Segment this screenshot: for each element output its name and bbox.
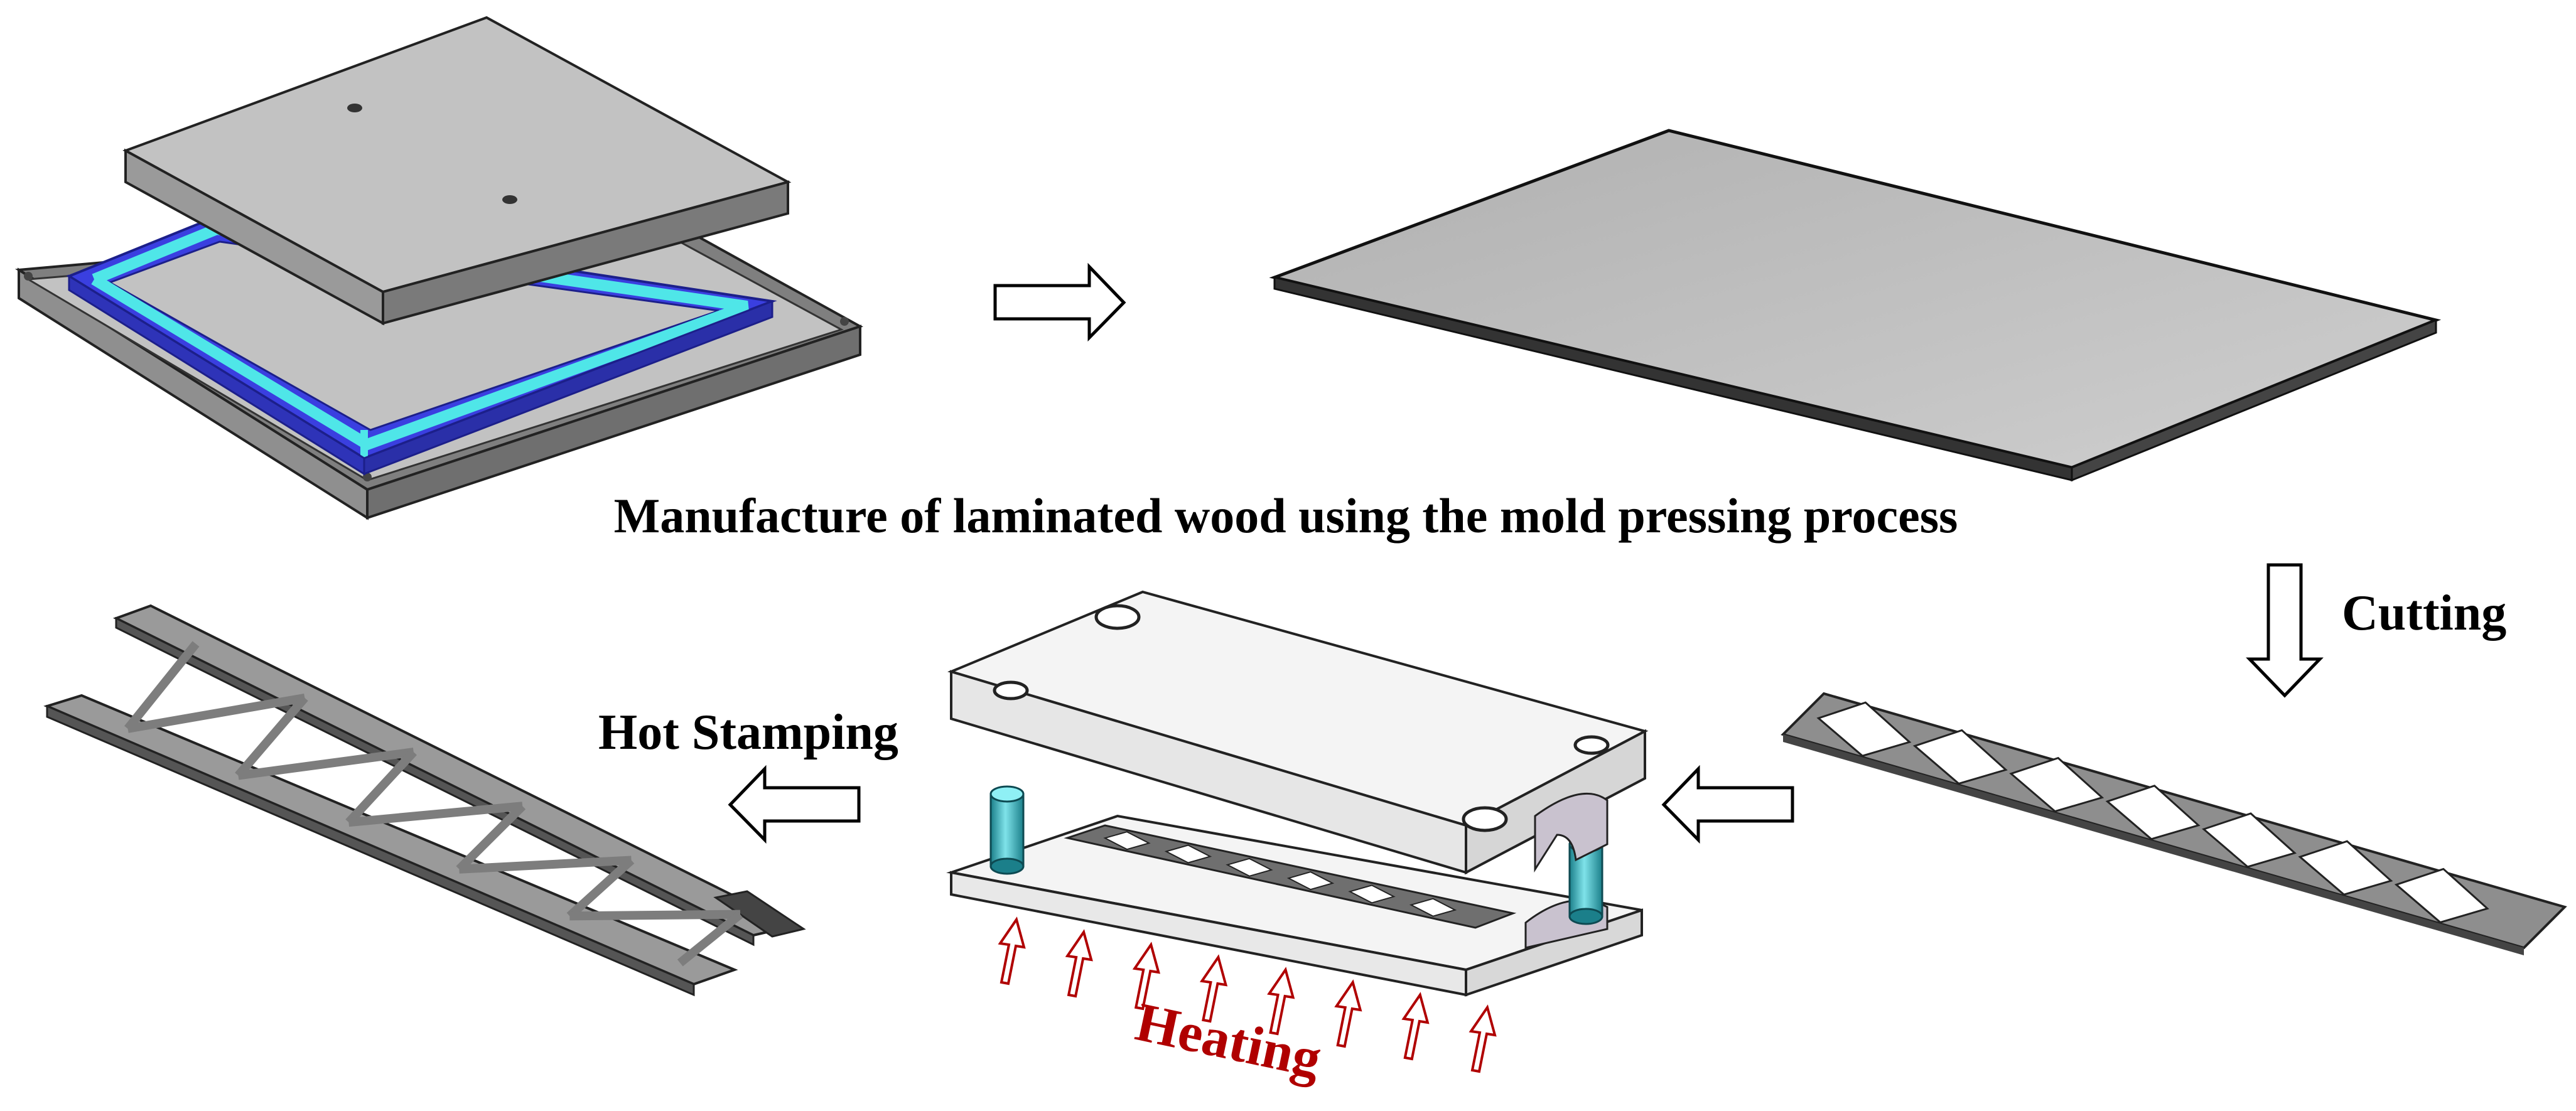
cut-lattice-strip — [1781, 692, 2567, 955]
heating-arrow-icon — [998, 916, 1026, 985]
heating-arrow-icon — [1334, 979, 1362, 1048]
arrow-left-icon — [1661, 765, 1794, 844]
heating-arrow-icon — [1199, 954, 1228, 1023]
truss-vertical — [566, 857, 635, 920]
heating-arrow-icon — [1132, 942, 1161, 1011]
hot-stamping-label: Hot Stamping — [598, 705, 898, 760]
lattice-hole — [1912, 729, 2008, 785]
mold-workpiece — [1064, 824, 1517, 929]
truss-diagonal — [569, 910, 741, 921]
truss-diagonal — [127, 693, 306, 733]
hot-stamping-mold — [946, 590, 1649, 1073]
truss-vertical — [456, 803, 526, 872]
lattice-hole — [1286, 871, 1335, 891]
heating-arrow-icon — [1401, 992, 1430, 1061]
guide-pin-left — [989, 785, 1025, 875]
formed-truss-beam — [43, 604, 806, 997]
lattice-hole — [1409, 898, 1457, 917]
truss-vertical — [345, 749, 417, 825]
heating-arrow-icon — [1267, 967, 1295, 1036]
truss-vertical — [235, 695, 308, 779]
truss-vertical — [124, 641, 200, 732]
process-caption: Manufacture of laminated wood using the … — [614, 488, 1958, 543]
upper-die — [947, 590, 1649, 875]
lattice-hole — [1348, 884, 1396, 904]
truss-vertical — [677, 911, 743, 967]
lattice-hole — [2202, 812, 2297, 868]
arrow-down-icon — [2246, 563, 2324, 698]
mold-hole — [1462, 806, 1508, 832]
arrow-right-icon — [993, 262, 1126, 342]
mold-hole — [1094, 604, 1141, 630]
truss-diagonal — [237, 748, 414, 780]
arrow-left-icon — [728, 765, 861, 844]
lattice-hole — [2298, 840, 2393, 896]
heating-arrows — [998, 916, 1497, 1073]
lattice-hole — [2394, 867, 2489, 924]
upper-plate — [122, 16, 792, 326]
lattice-hole — [1816, 701, 1912, 757]
laminated-sheet — [1269, 129, 2442, 482]
cutting-label: Cutting — [2342, 586, 2506, 641]
lattice-hole — [1103, 831, 1151, 851]
truss-diagonal — [458, 856, 632, 874]
truss-diagonal — [348, 802, 523, 827]
lattice-hole — [2009, 756, 2104, 813]
mold-hole — [993, 680, 1029, 700]
lattice-hole — [2105, 785, 2201, 840]
lattice-hole — [1226, 857, 1273, 877]
lower-die — [946, 814, 1643, 997]
pressing-frame — [66, 215, 777, 476]
lattice-hole — [1164, 844, 1212, 864]
heating-label: Heating — [1131, 992, 1327, 1090]
press-mold-assembly — [14, 16, 863, 520]
heating-arrow-icon — [1065, 929, 1093, 998]
heating-arrow-icon — [1469, 1004, 1497, 1073]
mold-hole — [1573, 735, 1610, 755]
